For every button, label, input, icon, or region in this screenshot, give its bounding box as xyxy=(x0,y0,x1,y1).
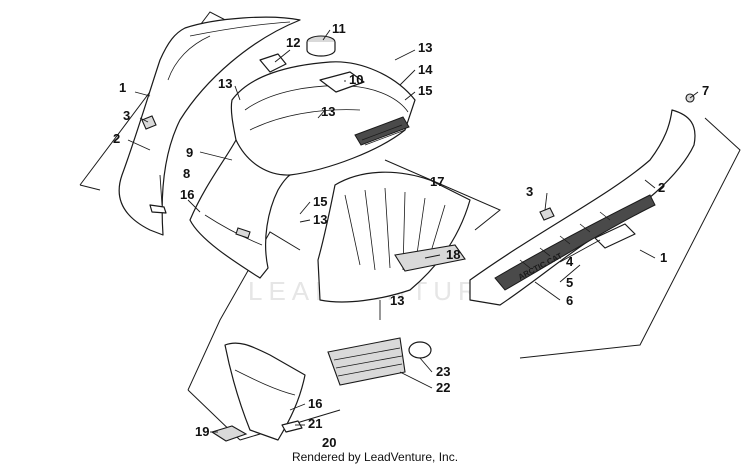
callout-18: 18 xyxy=(446,247,460,262)
bracket-front-fascia xyxy=(187,231,301,391)
bracket-left-tick xyxy=(79,184,101,191)
front-fascia xyxy=(189,139,291,279)
bracket-19 xyxy=(210,425,248,442)
callout-22: 22 xyxy=(436,380,450,395)
callout-1-right: 1 xyxy=(660,250,667,265)
callout-10: 10 xyxy=(349,72,363,87)
air-duct-22 xyxy=(327,337,406,386)
gas-cap-body xyxy=(306,42,336,57)
callout-19: 19 xyxy=(195,424,209,439)
bracket-right-side-panel xyxy=(519,117,741,359)
panel-10 xyxy=(319,71,365,93)
right-panel-stripe xyxy=(494,194,656,291)
callout-11: 11 xyxy=(332,21,346,36)
left-panel-clip-3 xyxy=(141,115,157,130)
front-fascia-contour xyxy=(204,214,263,246)
callout-15-mid: 15 xyxy=(313,194,327,209)
left-panel-decal-8 xyxy=(149,204,167,214)
callout-17: 17 xyxy=(430,174,444,189)
hood-vent-grille xyxy=(354,116,410,146)
callout-7: 7 xyxy=(702,83,709,98)
callout-15-upper: 15 xyxy=(418,83,432,98)
callout-2-left: 2 xyxy=(113,131,120,146)
left-side-panel-detail xyxy=(167,21,291,81)
storage-insert-18 xyxy=(394,244,466,272)
lower-front-panel xyxy=(224,342,306,441)
callout-9: 9 xyxy=(186,145,193,160)
callout-13-a: 13 xyxy=(218,76,232,91)
callout-13-c: 13 xyxy=(418,40,432,55)
storage-tub-ribs xyxy=(344,187,446,271)
callout-23: 23 xyxy=(436,364,450,379)
callout-20: 20 xyxy=(322,435,336,450)
callout-labels: 1 3 2 8 16 9 11 12 13 10 13 13 14 15 15 … xyxy=(113,21,709,450)
leader-lines xyxy=(127,29,699,433)
left-side-panel xyxy=(118,16,301,236)
right-side-panel xyxy=(469,109,696,306)
plate-21 xyxy=(281,420,303,433)
callout-4: 4 xyxy=(566,254,574,269)
callout-12: 12 xyxy=(286,35,300,50)
callout-13-e: 13 xyxy=(390,293,404,308)
callout-3-left: 3 xyxy=(123,108,130,123)
callout-13-b: 13 xyxy=(321,104,335,119)
render-credit-footer: Rendered by LeadVenture, Inc. xyxy=(291,450,459,464)
callout-16-upper: 16 xyxy=(180,187,194,202)
callout-8: 8 xyxy=(183,166,190,181)
callout-14: 14 xyxy=(418,62,433,77)
callout-13-d: 13 xyxy=(313,212,327,227)
callout-3-right: 3 xyxy=(526,184,533,199)
hood-contour-2 xyxy=(249,109,361,131)
right-panel-clip-3 xyxy=(539,207,555,221)
decal-4 xyxy=(594,223,636,249)
callout-5: 5 xyxy=(566,275,573,290)
right-panel-hatch xyxy=(519,211,611,269)
air-duct-ridges xyxy=(333,347,403,377)
bracket-storage xyxy=(384,159,501,231)
callout-6: 6 xyxy=(566,293,573,308)
lower-panel-contour xyxy=(234,369,296,396)
callout-21: 21 xyxy=(308,416,322,431)
storage-tub-17 xyxy=(317,171,471,303)
clamp-ring-23 xyxy=(408,341,432,359)
callout-16-lower: 16 xyxy=(308,396,322,411)
hood-vent-lines xyxy=(361,124,406,146)
callout-2-right: 2 xyxy=(658,180,665,195)
fascia-clip xyxy=(235,227,251,239)
callout-1-left: 1 xyxy=(119,80,126,95)
